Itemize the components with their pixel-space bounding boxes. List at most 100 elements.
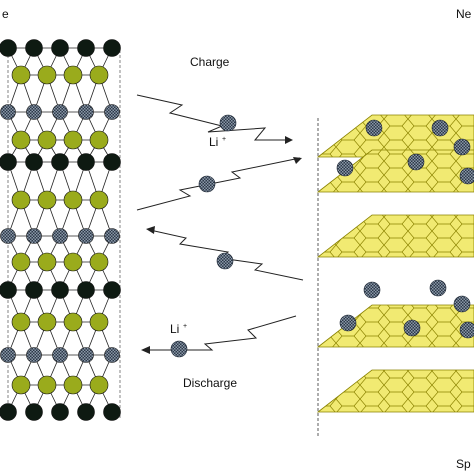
li-ion-moving-3 xyxy=(216,252,234,270)
transition-metal-atom xyxy=(37,375,57,395)
oxygen-atom xyxy=(0,39,17,57)
intercalated-li-ion xyxy=(453,138,471,156)
intercalated-li-ion xyxy=(365,119,383,137)
intercalated-li-ion xyxy=(453,295,471,313)
discharge-arrow-lower-head xyxy=(141,346,150,354)
transition-metal-atom xyxy=(63,190,83,210)
transition-metal-atom xyxy=(89,312,109,332)
graphene-lattice xyxy=(318,150,474,192)
intercalated-li-ion xyxy=(429,279,447,297)
li-ion-charge-top: + xyxy=(222,136,226,143)
li-ion-site xyxy=(52,228,68,244)
transition-metal-atom xyxy=(89,65,109,85)
transition-metal-atom xyxy=(89,375,109,395)
oxygen-atom xyxy=(103,281,121,299)
graphene-lattice xyxy=(318,215,474,257)
oxygen-atom xyxy=(77,281,95,299)
oxygen-atom xyxy=(51,403,69,421)
oxygen-atom xyxy=(77,153,95,171)
transition-metal-atom xyxy=(11,190,31,210)
discharge-arrow-upper-head xyxy=(146,226,155,234)
intercalated-li-ion xyxy=(459,167,474,185)
li-ion-site xyxy=(104,228,120,244)
oxygen-atom xyxy=(25,153,43,171)
oxygen-atom xyxy=(51,39,69,57)
cathode-crystal-structure xyxy=(0,39,121,421)
transition-metal-atom xyxy=(89,130,109,150)
top-right-label: Ne xyxy=(456,7,472,21)
transition-metal-atom xyxy=(11,130,31,150)
li-ion-site xyxy=(0,228,16,244)
charge-arrow-upper xyxy=(136,94,292,141)
charge-arrow-upper-head xyxy=(285,136,293,144)
transition-metal-atom xyxy=(11,252,31,272)
transition-metal-atom xyxy=(89,252,109,272)
charge-label: Charge xyxy=(190,55,230,69)
discharge-label: Discharge xyxy=(183,376,237,390)
oxygen-atom xyxy=(51,281,69,299)
transition-metal-atom xyxy=(37,65,57,85)
oxygen-atom xyxy=(103,39,121,57)
transition-metal-atom xyxy=(37,312,57,332)
oxygen-atom xyxy=(25,39,43,57)
li-ion-label-bottom: Li xyxy=(170,322,179,336)
li-ion-site xyxy=(52,104,68,120)
graphite-anode-structure xyxy=(316,114,474,436)
li-ion-site xyxy=(78,228,94,244)
li-ion-charge-bottom: + xyxy=(183,323,187,330)
charge-flow: Charge Li + xyxy=(136,55,302,211)
oxygen-atom xyxy=(103,153,121,171)
li-ion-site xyxy=(78,104,94,120)
intercalated-li-ion xyxy=(407,153,425,171)
transition-metal-atom xyxy=(11,65,31,85)
intercalated-li-ion xyxy=(336,159,354,177)
li-ion-site xyxy=(0,347,16,363)
intercalated-li-ion xyxy=(459,321,474,339)
discharge-flow: Li + Discharge xyxy=(141,226,304,390)
oxygen-atom xyxy=(51,153,69,171)
transition-metal-atom xyxy=(89,190,109,210)
oxygen-atom xyxy=(0,281,17,299)
discharge-arrow-lower xyxy=(145,315,297,351)
transition-metal-atom xyxy=(63,252,83,272)
graphene-lattice xyxy=(318,305,474,347)
li-ion-site xyxy=(104,347,120,363)
li-ion-site xyxy=(52,347,68,363)
transition-metal-atom xyxy=(11,312,31,332)
intercalated-li-ion xyxy=(431,119,449,137)
li-ion-moving-4 xyxy=(170,340,188,358)
transition-metal-atom xyxy=(11,375,31,395)
transition-metal-atom xyxy=(37,130,57,150)
graphene-lattice xyxy=(318,370,474,412)
bottom-right-label: Sp xyxy=(456,457,471,471)
transition-metal-atom xyxy=(63,312,83,332)
top-left-label: e xyxy=(2,7,9,21)
transition-metal-atom xyxy=(37,252,57,272)
oxygen-atom xyxy=(0,153,17,171)
intercalated-li-ion xyxy=(403,319,421,337)
intercalated-li-ion xyxy=(339,314,357,332)
oxygen-atom xyxy=(25,403,43,421)
charge-arrow-lower xyxy=(136,157,301,211)
li-ion-site xyxy=(78,347,94,363)
oxygen-atom xyxy=(25,281,43,299)
li-ion-site xyxy=(0,104,16,120)
transition-metal-atom xyxy=(37,190,57,210)
li-ion-site xyxy=(26,228,42,244)
oxygen-atom xyxy=(0,403,17,421)
intercalated-li-ion xyxy=(363,281,381,299)
transition-metal-atom xyxy=(63,375,83,395)
oxygen-atom xyxy=(77,403,95,421)
li-ion-moving-1 xyxy=(219,114,237,132)
li-ion-site xyxy=(26,347,42,363)
transition-metal-atom xyxy=(63,65,83,85)
oxygen-atom xyxy=(77,39,95,57)
li-ion-site xyxy=(104,104,120,120)
charge-arrow-lower-head xyxy=(293,157,302,164)
li-ion-site xyxy=(26,104,42,120)
li-ion-moving-2 xyxy=(198,175,216,193)
li-ion-label-top: Li xyxy=(209,135,218,149)
oxygen-atom xyxy=(103,403,121,421)
transition-metal-atom xyxy=(63,130,83,150)
